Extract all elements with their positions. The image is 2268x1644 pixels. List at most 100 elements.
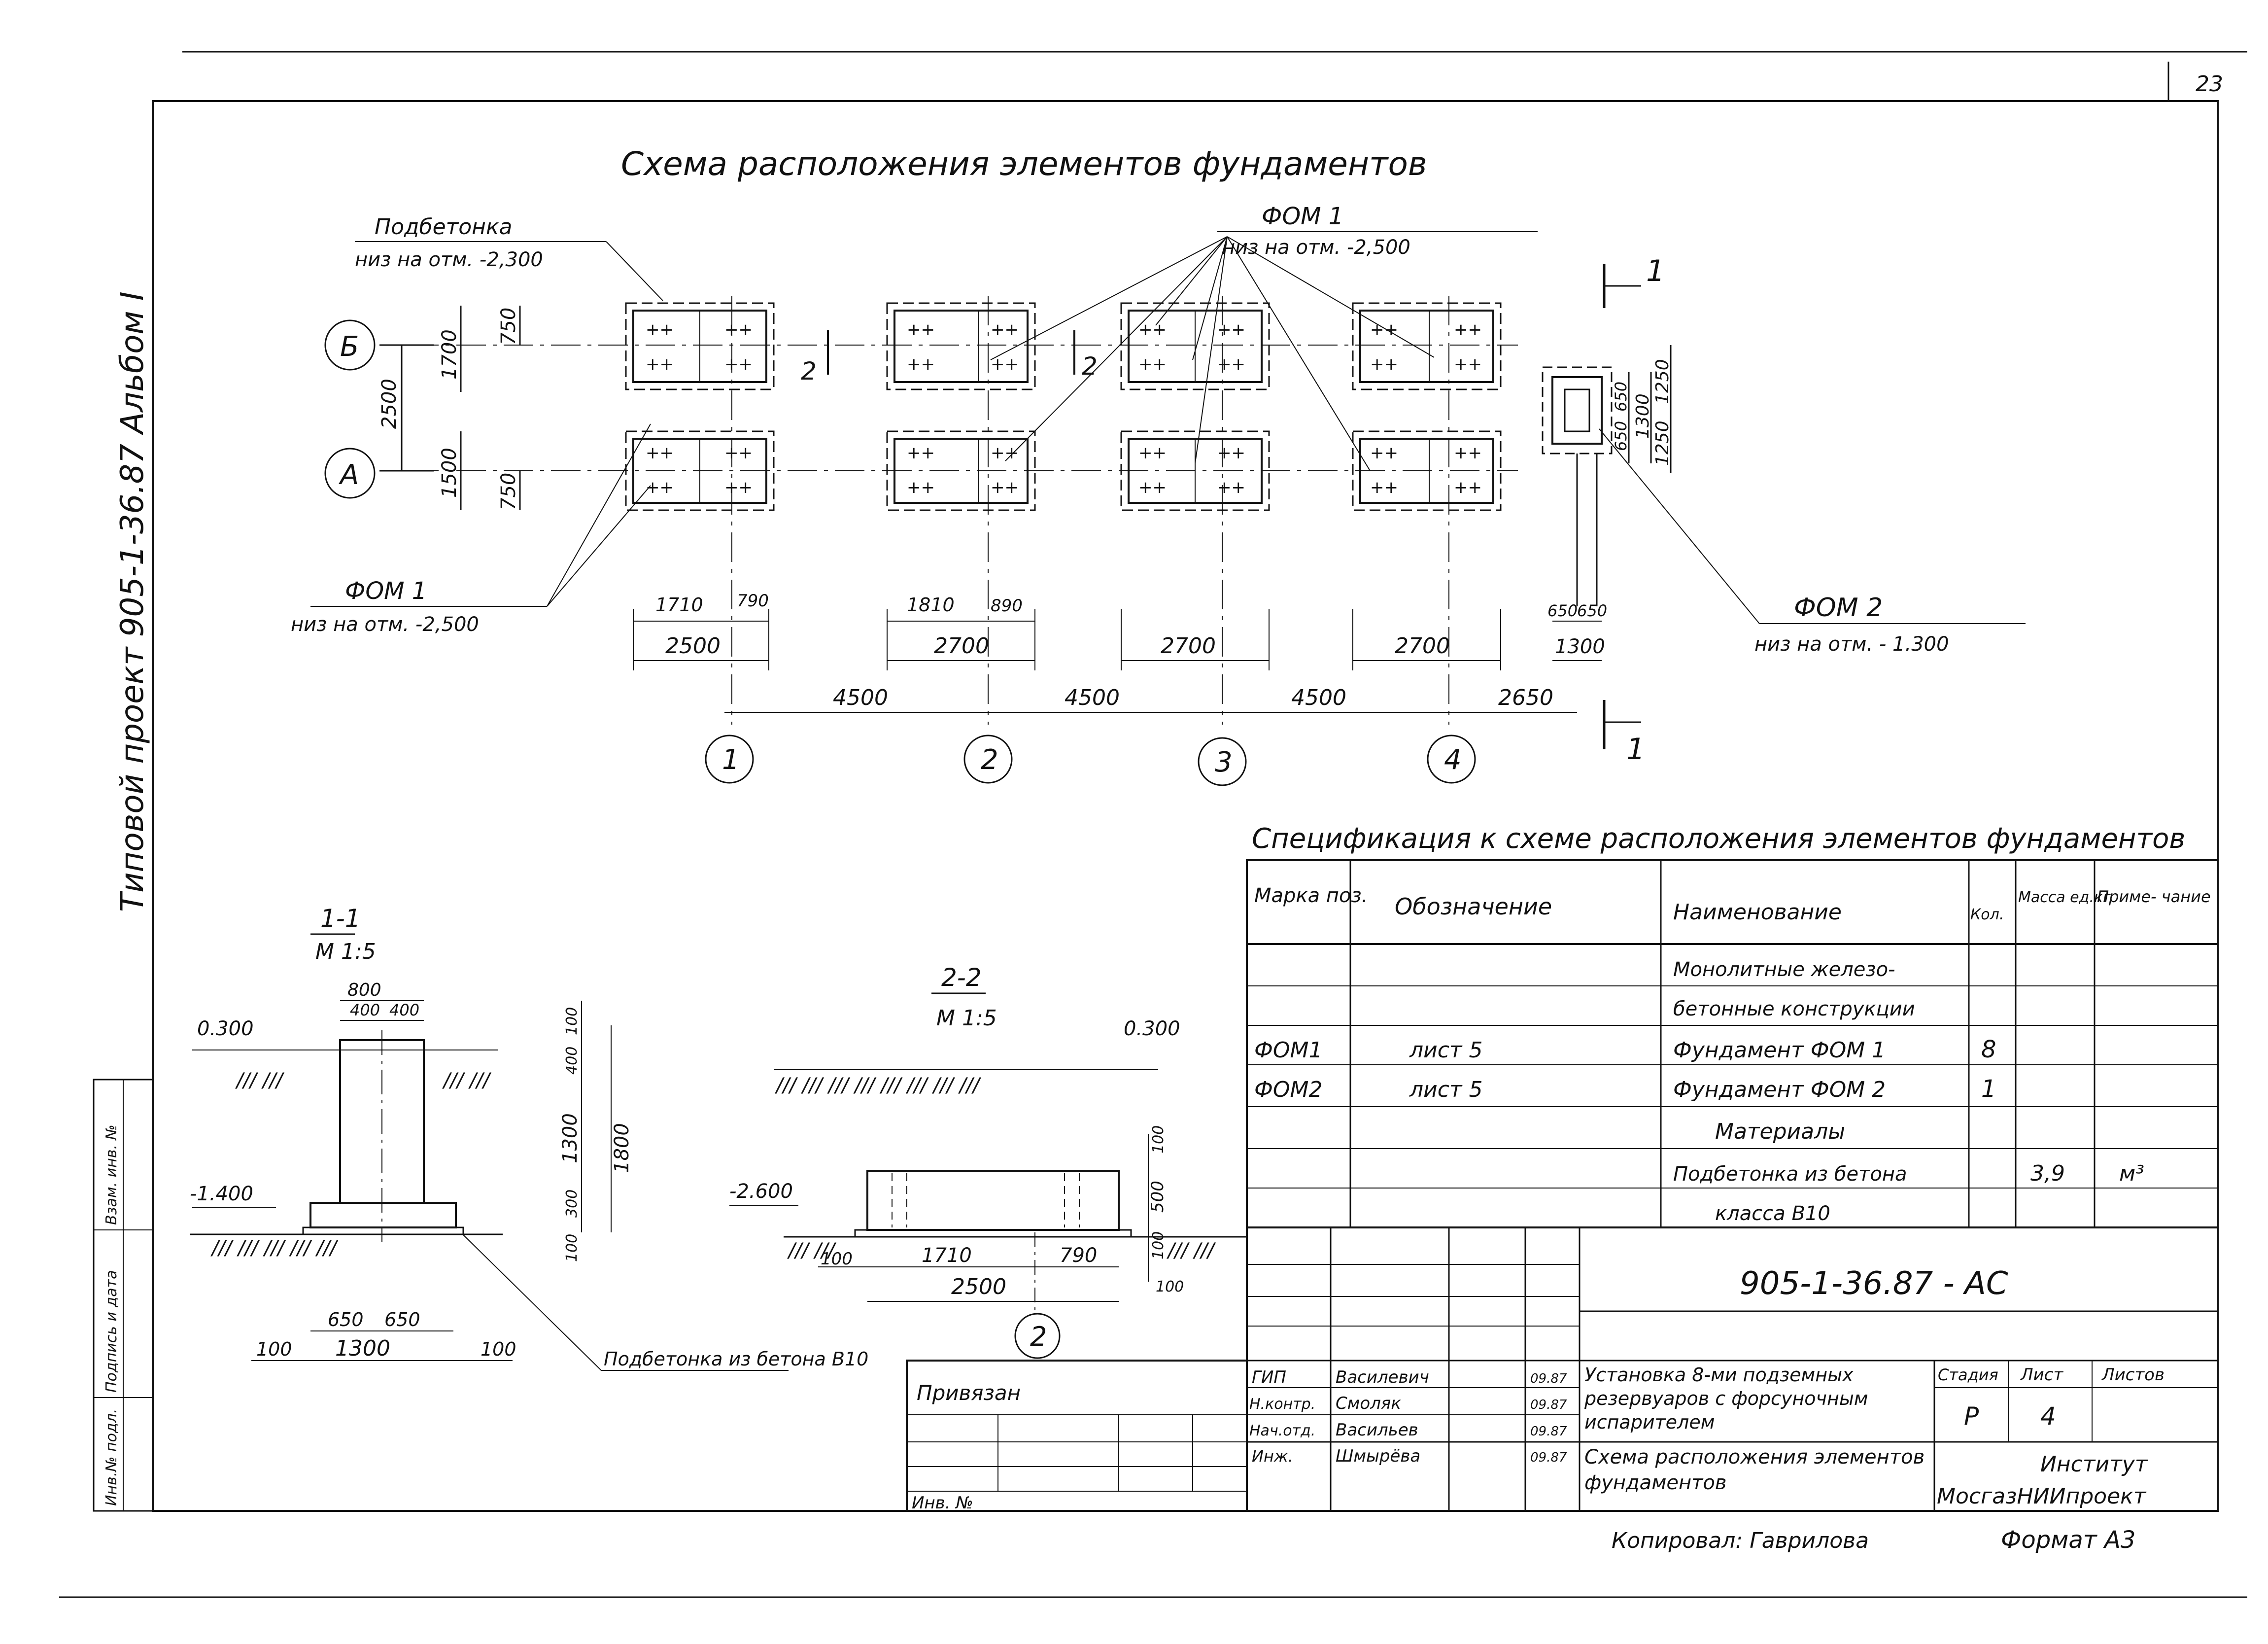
s2-h2: 500 xyxy=(1148,1181,1168,1213)
spec-header-mass: Масса ед.кг xyxy=(2018,889,2111,906)
dim-1500: 1500 xyxy=(438,448,461,498)
spec-r4-desig: лист 5 xyxy=(1409,1077,1483,1102)
svg-text:++: ++ xyxy=(907,443,935,463)
svg-text:++: ++ xyxy=(1217,320,1245,340)
spec-r4-qty: 1 xyxy=(1981,1075,1996,1103)
left-stamp-zam: Взам. инв. № xyxy=(103,1124,120,1225)
stamp-org-2: МосгазНИИпроект xyxy=(1937,1484,2147,1509)
spec-table xyxy=(1246,859,2219,1228)
s1-level-top: 0.300 xyxy=(197,1017,254,1040)
s1-half-b: 400 xyxy=(389,1001,419,1019)
date-4: 09.87 xyxy=(1530,1450,1567,1465)
s2-level-top: 0.300 xyxy=(1124,1017,1180,1040)
stamp-code: 905-1-36.87 - АС xyxy=(1740,1265,2008,1302)
s2-base xyxy=(866,1170,1120,1231)
name-2: Смоляк xyxy=(1336,1394,1401,1413)
svg-text:++: ++ xyxy=(1217,443,1245,463)
dim-f3-total: 2700 xyxy=(1161,633,1216,659)
fom2-v1: 650 xyxy=(1612,382,1630,412)
svg-text:++: ++ xyxy=(1138,443,1167,463)
s2-level-bottom: -2.600 xyxy=(729,1180,793,1203)
section-1-scale: М 1:5 xyxy=(315,939,376,964)
spec-r4-name: Фундамент ФОМ 2 xyxy=(1673,1077,1886,1102)
fom1-bottom-level: низ на отм. -2,500 xyxy=(291,613,479,636)
role-2: Н.контр. xyxy=(1249,1396,1315,1413)
dim-fom2-a: 650 xyxy=(1547,601,1578,620)
date-2: 09.87 xyxy=(1530,1398,1567,1412)
stamp-sheet-title-wrap: Схема расположения элементов фундаментов xyxy=(1584,1446,1924,1494)
fom2-v3: 1300 xyxy=(1633,393,1653,439)
svg-text:А: А xyxy=(339,459,359,491)
axis-row-marker-a: А xyxy=(324,448,376,499)
plan-title: Схема расположения элементов фундаментов xyxy=(621,145,1427,183)
dim-750b: 750 xyxy=(497,473,520,510)
fom2-h1: 1250 xyxy=(1652,359,1673,404)
spec-r1-name: Монолитные железо- xyxy=(1673,958,1895,981)
svg-text:4: 4 xyxy=(1444,744,1462,776)
svg-text:2: 2 xyxy=(981,744,998,776)
foundation-fom1-b1: ++++ ++++ xyxy=(625,302,775,390)
date-3: 09.87 xyxy=(1530,1424,1567,1439)
s1-total-height: 1800 xyxy=(611,1123,633,1173)
foundation-fom1-a3: ++ ++ ++ ++ xyxy=(1120,430,1270,511)
spec-r7-name: класса В10 xyxy=(1715,1202,1830,1225)
svg-text:++: ++ xyxy=(1217,478,1245,497)
svg-text:++: ++ xyxy=(1370,354,1398,374)
s1-base-a: 650 xyxy=(328,1309,364,1330)
name-4: Шмырёва xyxy=(1336,1446,1420,1466)
s1-h5: 100 xyxy=(563,1234,581,1262)
svg-text:++: ++ xyxy=(1454,443,1482,463)
axis-col-marker-1: 1 xyxy=(705,735,754,784)
s2-h4: 100 xyxy=(1156,1278,1184,1295)
date-1: 09.87 xyxy=(1530,1371,1567,1386)
s1-base-b: 650 xyxy=(384,1309,420,1330)
dim-f1-total: 2500 xyxy=(665,633,721,659)
s2-ground-hatch-bottom: /// /// xyxy=(787,1239,837,1262)
svg-text:++: ++ xyxy=(1138,354,1167,374)
s2-len-a: 1710 xyxy=(922,1244,972,1267)
dim-f1-a: 1710 xyxy=(655,594,703,616)
svg-text:++: ++ xyxy=(646,443,674,463)
axis-col-marker-4: 4 xyxy=(1427,735,1476,784)
role-1: ГИП xyxy=(1252,1367,1286,1387)
dim-f2-b: 890 xyxy=(991,596,1023,616)
s2-len-total: 2500 xyxy=(951,1274,1006,1299)
role-4: Инж. xyxy=(1252,1447,1293,1466)
s1-width-top: 800 xyxy=(347,980,381,1000)
stamp-h-sheets: Листов xyxy=(2101,1365,2165,1385)
dim-fom2-total: 1300 xyxy=(1555,635,1605,658)
s1-h2: 400 xyxy=(563,1047,581,1075)
s1-edge-l: 100 xyxy=(256,1338,292,1360)
section-2-title: 2-2 xyxy=(941,963,982,992)
s2-len-b: 790 xyxy=(1060,1244,1097,1267)
stamp-inv-no: Инв. № xyxy=(912,1493,973,1513)
s1-podbetonka-note: Подбетонка из бетона В10 xyxy=(604,1348,868,1370)
s1-h1: 100 xyxy=(563,1007,581,1035)
copied-by: Копировал: Гаврилова xyxy=(1612,1528,1869,1553)
svg-text:1: 1 xyxy=(722,744,740,776)
fom2-label: ФОМ 2 xyxy=(1794,593,1883,623)
svg-text:++: ++ xyxy=(1138,478,1167,497)
dim-f1-b: 790 xyxy=(737,591,769,611)
dim-f4-total: 2700 xyxy=(1395,633,1450,659)
s1-base-total: 1300 xyxy=(335,1336,390,1361)
s1-edge-r: 100 xyxy=(481,1338,516,1360)
svg-text:++: ++ xyxy=(991,320,1019,340)
stamp-sheet: 4 xyxy=(2040,1402,2056,1431)
section-2-scale: М 1:5 xyxy=(936,1006,997,1031)
s2-axis-marker: 2 xyxy=(1014,1313,1061,1359)
cut-mark-1-bottom: 1 xyxy=(1626,732,1645,767)
fom2-level: низ на отм. - 1.300 xyxy=(1754,633,1949,656)
s1-half-a: 400 xyxy=(350,1001,380,1019)
s2-edge: 100 xyxy=(821,1249,853,1269)
spec-title: Спецификация к схеме расположения элемен… xyxy=(1252,823,2185,855)
svg-text:++: ++ xyxy=(907,478,935,497)
sheet-format: Формат А3 xyxy=(2001,1526,2135,1554)
svg-text:++: ++ xyxy=(907,354,935,374)
svg-text:++: ++ xyxy=(724,443,753,463)
svg-text:++: ++ xyxy=(1217,354,1245,374)
foundation-fom1-a1: ++++ ++++ xyxy=(625,430,775,511)
spec-r6-name: Подбетонка из бетона xyxy=(1673,1163,1907,1186)
s2-ground-hatch-bottom-r: /// /// xyxy=(1167,1239,1216,1262)
